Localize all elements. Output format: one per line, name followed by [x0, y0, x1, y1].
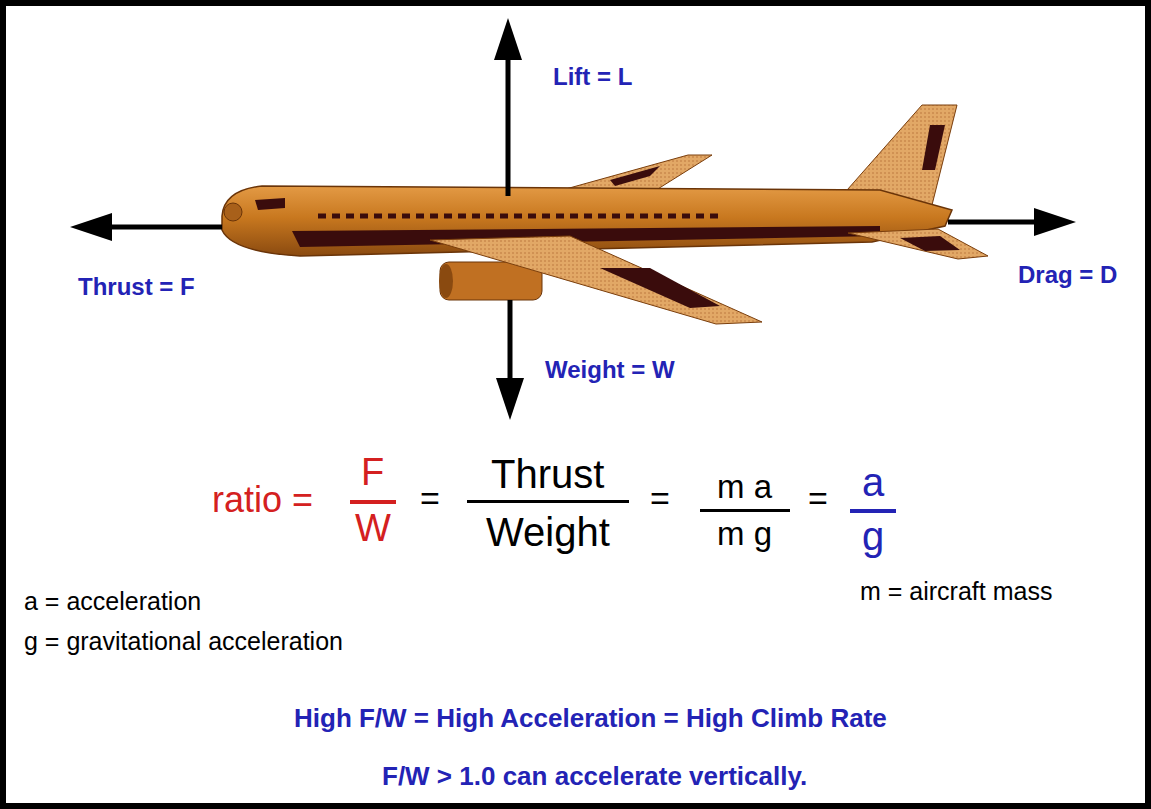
equation-term: ratio = — [212, 480, 313, 520]
weight-arrowhead — [496, 378, 524, 420]
equation-term: Thrust — [491, 452, 604, 496]
lift-arrow — [506, 55, 511, 196]
equation-term: F — [361, 452, 384, 494]
fraction-bar — [850, 509, 896, 513]
horizontal-tail — [848, 229, 988, 259]
equation-sign: = — [808, 480, 828, 517]
equation-term: g — [862, 514, 884, 558]
fraction-bar — [700, 509, 790, 512]
thrust-arrow — [108, 225, 222, 230]
weight-arrow — [508, 300, 513, 382]
force-label: Thrust = F — [78, 274, 195, 300]
fraction-bar — [467, 500, 629, 503]
definition-note: g = gravitational acceleration — [24, 628, 343, 656]
drag-arrow — [948, 220, 1037, 225]
summary-note: F/W > 1.0 can accelerate vertically. — [382, 762, 807, 791]
white-panel — [6, 6, 1145, 803]
tail-plane-stripe — [900, 236, 960, 251]
engine-intake — [439, 264, 453, 298]
equation-sign: = — [650, 480, 670, 517]
thrust-arrowhead — [70, 213, 112, 241]
window-row — [318, 214, 722, 219]
force-label: Drag = D — [1018, 262, 1117, 288]
definition-note: m = aircraft mass — [860, 578, 1052, 606]
force-label: Lift = L — [553, 64, 632, 90]
far-wing-flap — [610, 166, 660, 186]
near-wing-flap — [600, 268, 720, 308]
force-label: Weight = W — [545, 357, 675, 383]
equation-term: a — [862, 460, 884, 504]
equation-term: W — [355, 508, 391, 550]
summary-note: High F/W = High Acceleration = High Clim… — [294, 704, 887, 733]
equation-term: m g — [717, 516, 772, 552]
tail-stripe — [922, 125, 945, 170]
drag-arrowhead — [1034, 208, 1076, 236]
near-wing — [430, 236, 762, 324]
definition-note: a = acceleration — [24, 588, 201, 616]
fraction-bar — [350, 500, 396, 504]
nose-cone — [224, 203, 242, 221]
equation-sign: = — [420, 480, 440, 517]
equation-term: Weight — [486, 510, 610, 554]
lift-arrowhead — [494, 18, 522, 60]
cockpit-window — [255, 198, 285, 210]
equation-term: m a — [717, 469, 772, 505]
